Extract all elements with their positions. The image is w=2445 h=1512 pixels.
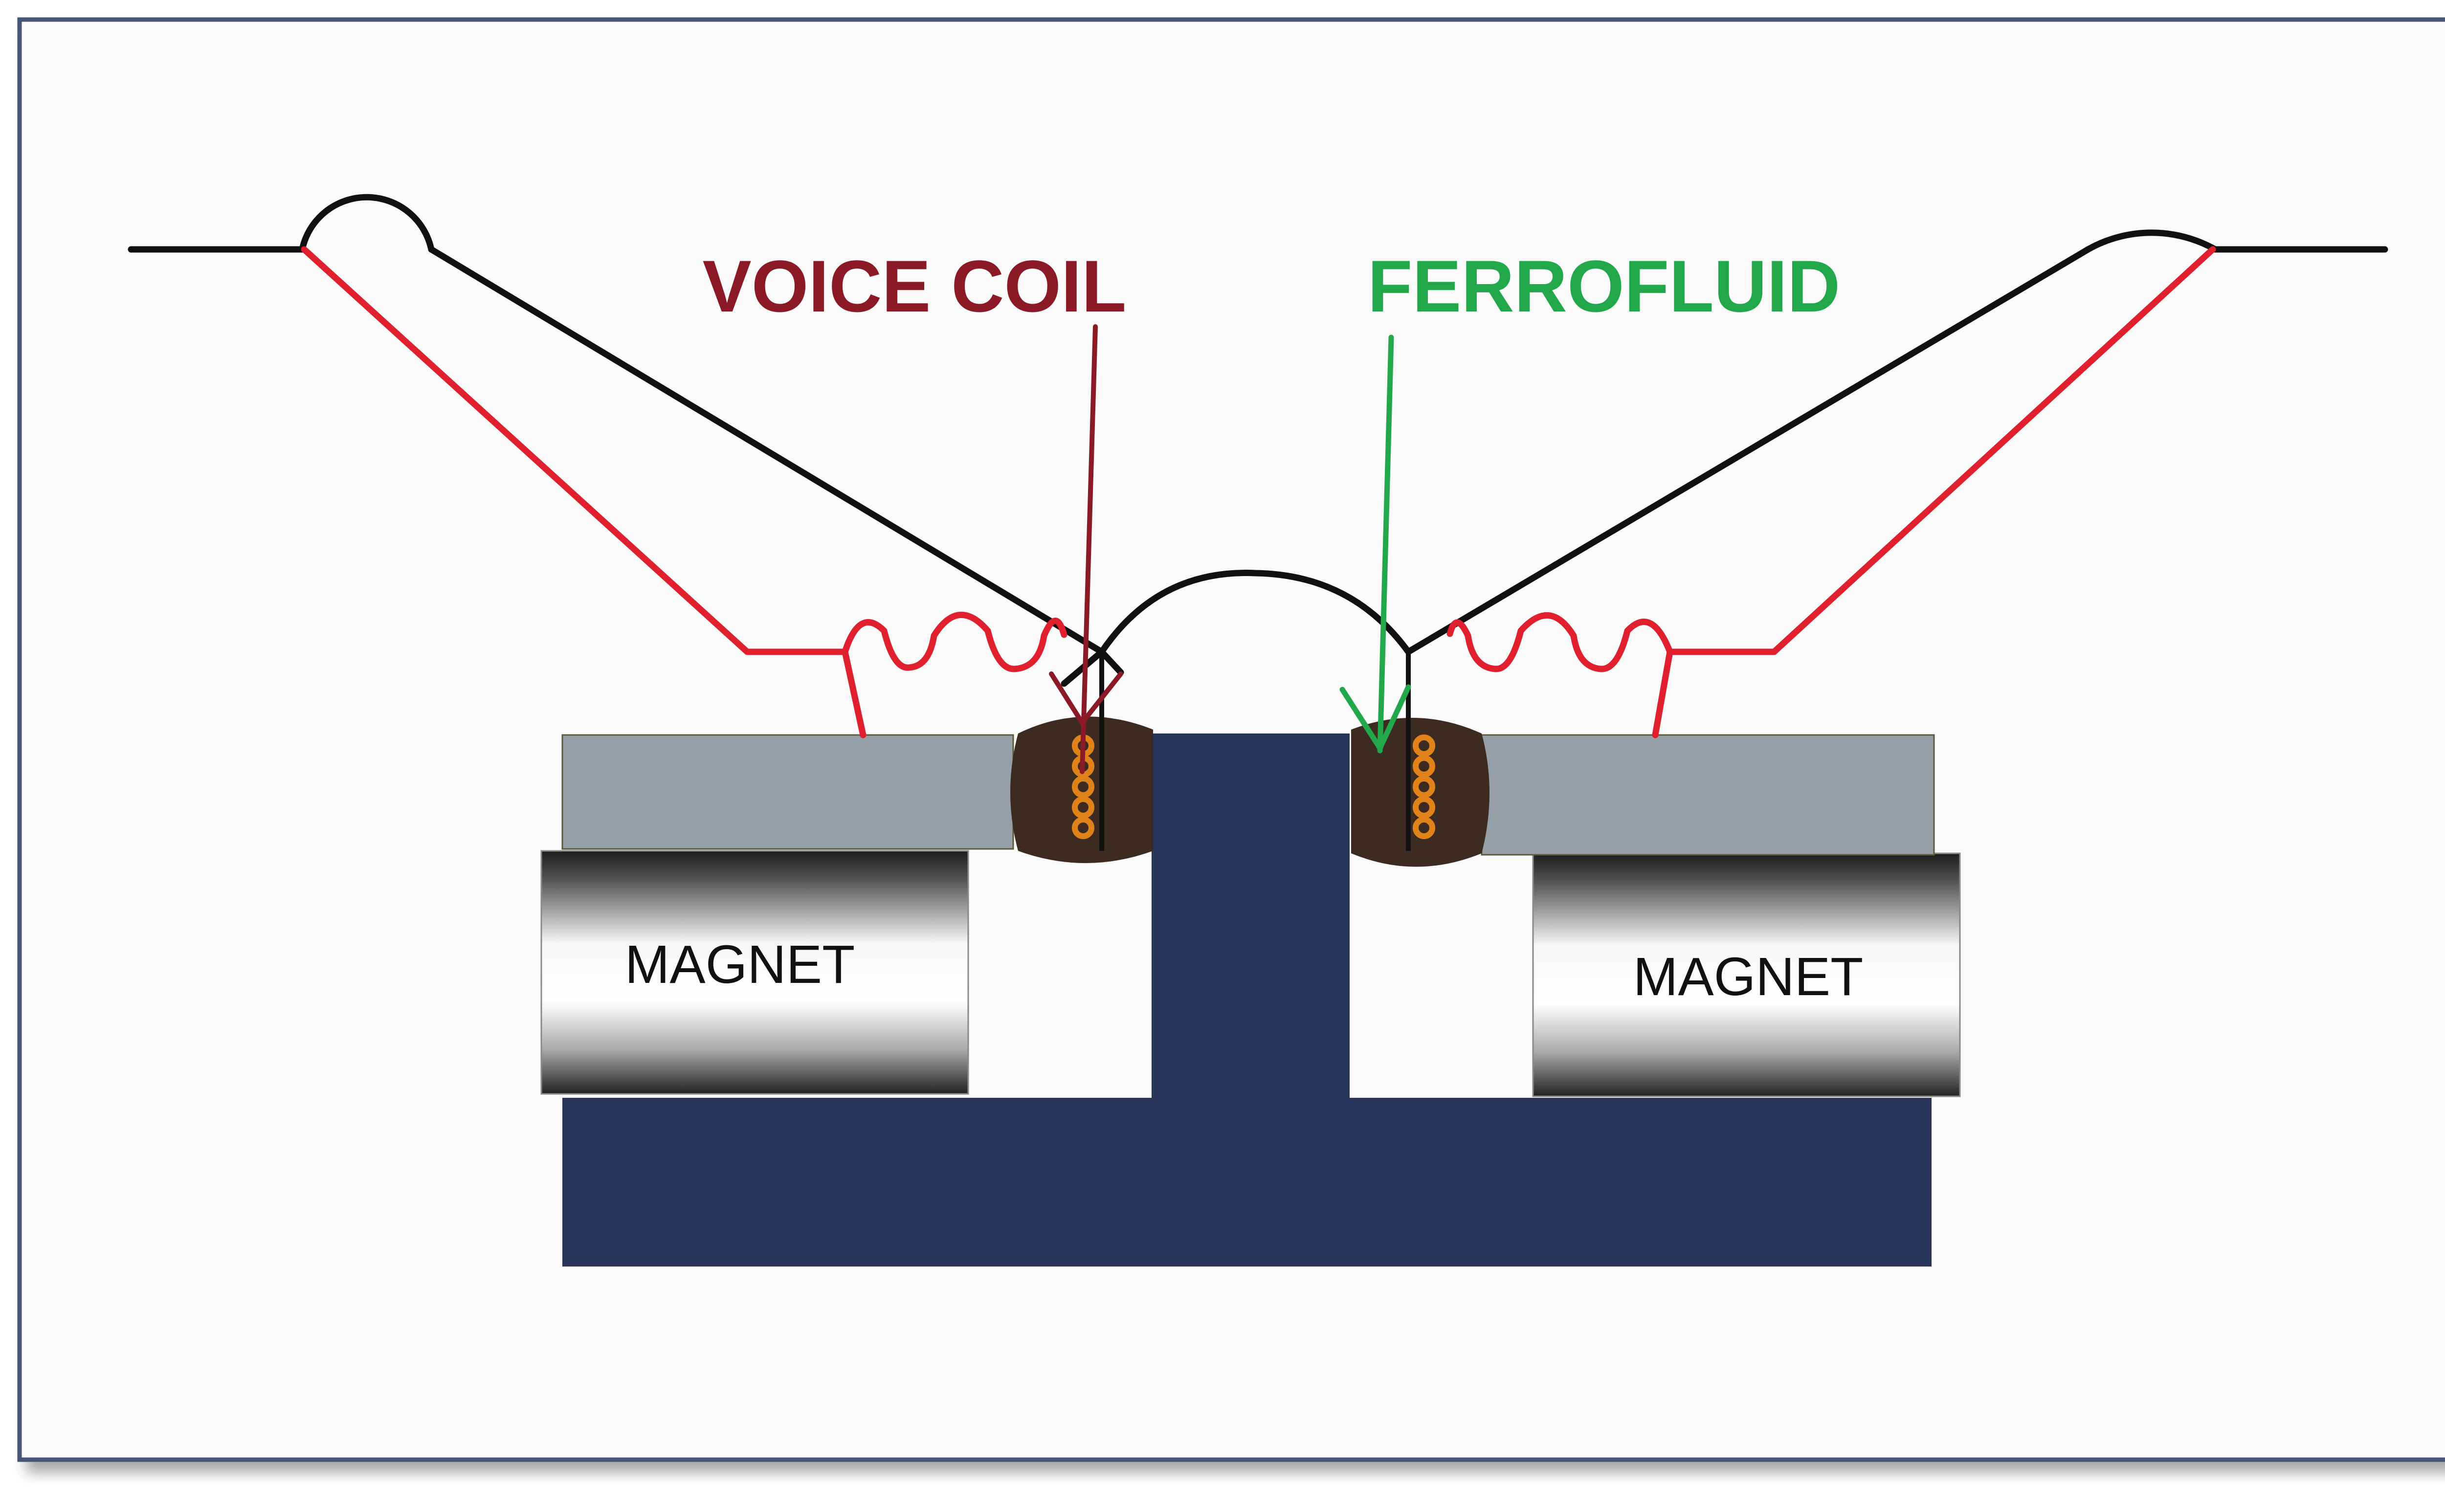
pole-piece — [562, 734, 1932, 1267]
top-plate-left — [561, 734, 1014, 850]
speaker-cone — [128, 194, 2388, 687]
top-plate-right — [1481, 734, 1935, 856]
ferrofluid-left — [1010, 716, 1153, 863]
magnet-left: MAGNET — [540, 850, 969, 1095]
magnet-right: MAGNET — [1532, 852, 1961, 1097]
ferrofluid-label: FERROFLUID — [1368, 245, 1841, 327]
magnet-left-label: MAGNET — [625, 934, 855, 995]
magnet-right-label: MAGNET — [1633, 947, 1864, 1007]
spider-suspension — [301, 246, 2216, 738]
voice-coil-arrow — [1049, 324, 1123, 774]
voice-coil-label: VOICE COIL — [703, 245, 1127, 327]
voice-coil-windings-right — [1413, 734, 1435, 839]
ferrofluid-arrow — [1339, 334, 1411, 754]
